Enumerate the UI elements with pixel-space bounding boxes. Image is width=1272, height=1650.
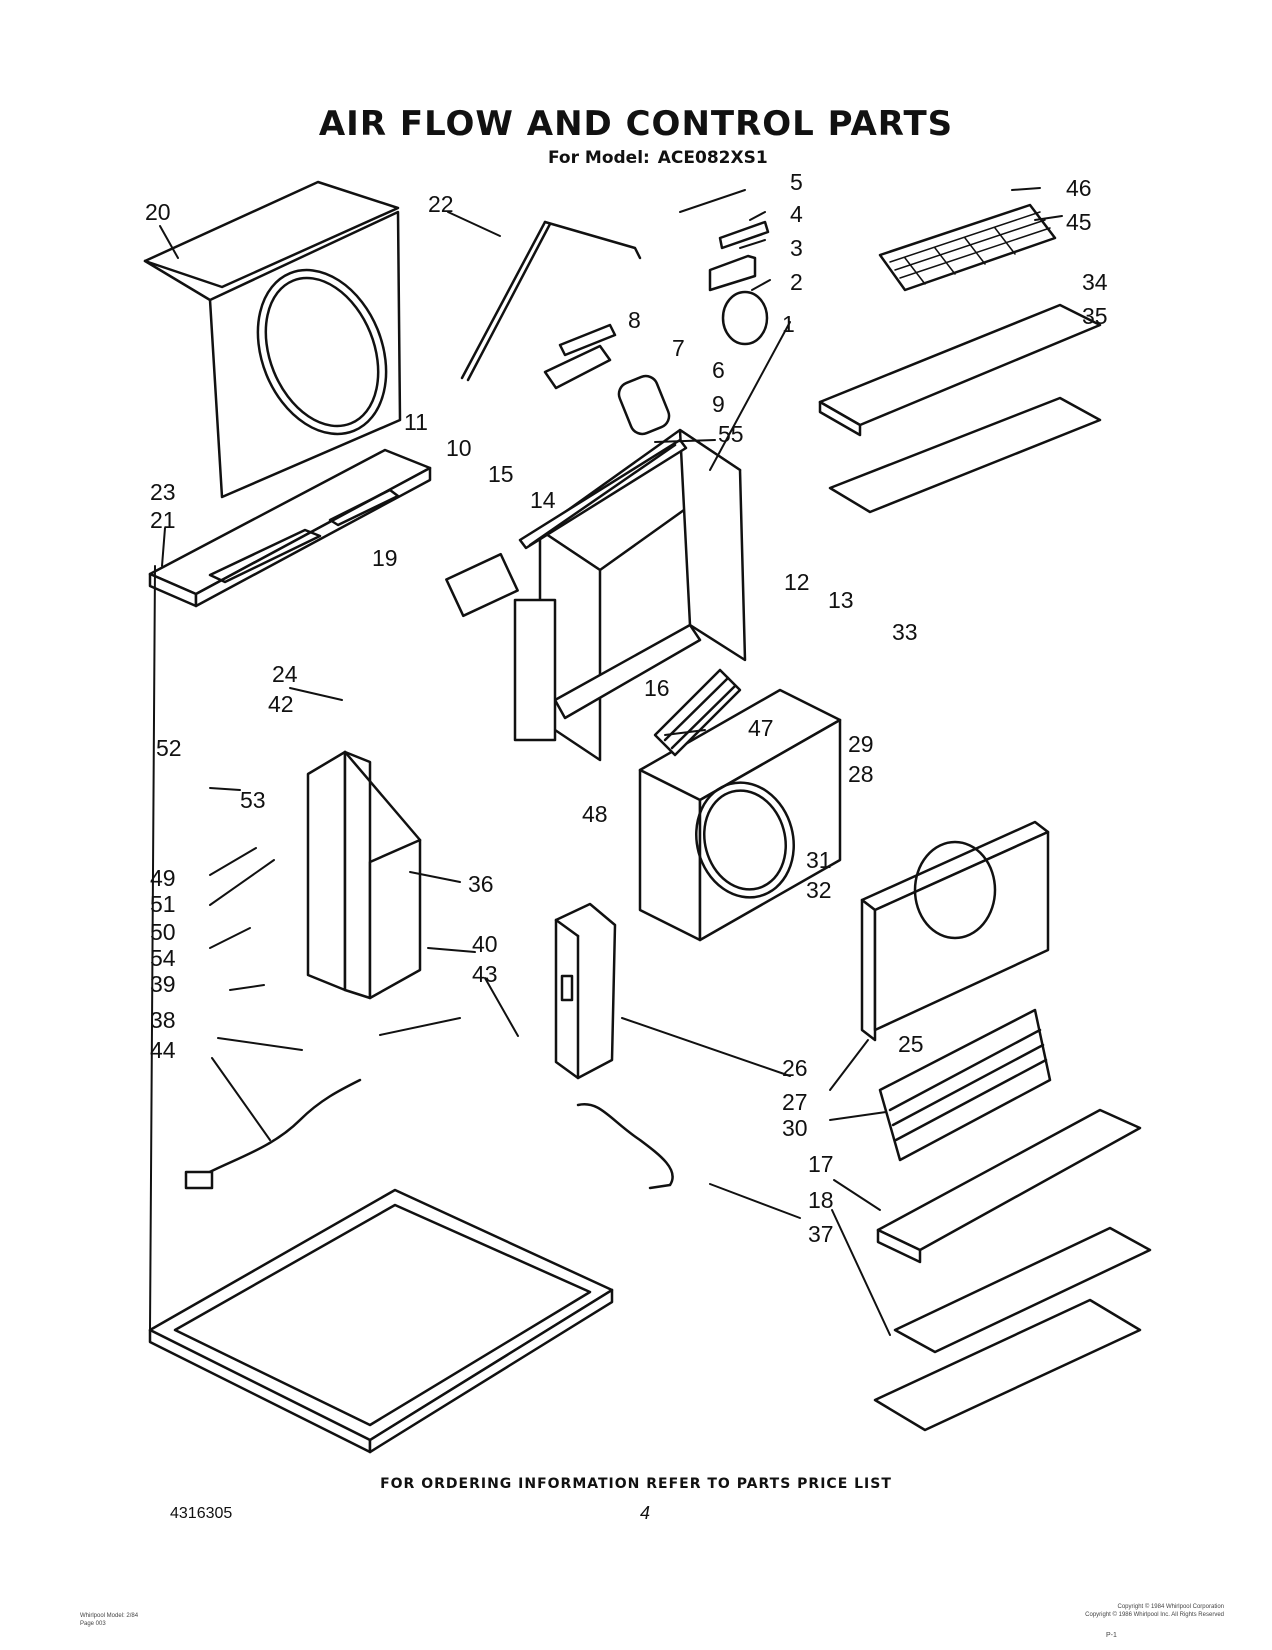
callout-42: 42 (268, 691, 294, 717)
callout-2: 2 (790, 269, 803, 295)
wire-harness-part (184, 1078, 674, 1190)
callout-47: 47 (748, 715, 774, 741)
callout-16: 16 (644, 675, 670, 701)
condenser-coil-part (878, 1008, 1052, 1162)
fine-print-left-line: Page 003 (80, 1621, 106, 1627)
callout-40: 40 (472, 931, 498, 957)
callout-37: 37 (808, 1221, 834, 1247)
fine-print-left-line: Whirlpool Model: 2/84 (80, 1613, 139, 1619)
callout-53: 53 (240, 787, 266, 813)
callout-3: 3 (790, 235, 803, 261)
top-cover-part (818, 303, 1102, 514)
callout-7: 7 (672, 335, 685, 361)
callout-52: 52 (156, 735, 182, 761)
callout-6: 6 (712, 357, 725, 383)
callout-21: 21 (150, 507, 176, 533)
brace-rod-part (460, 220, 642, 382)
capacitor-bracket-part (543, 220, 770, 436)
subtitle-prefix: For Model: (548, 148, 650, 168)
callout-30: 30 (782, 1115, 808, 1141)
callout-4: 4 (790, 201, 803, 227)
grille-part (878, 203, 1057, 292)
callout-17: 17 (808, 1151, 834, 1177)
callout-23: 23 (150, 479, 176, 505)
callout-31: 31 (806, 847, 832, 873)
top-rail-part (148, 448, 432, 608)
control-housing-part (306, 750, 422, 1000)
base-pan-part (148, 1188, 614, 1454)
page-number: 4 (640, 1503, 651, 1523)
callout-39: 39 (150, 971, 176, 997)
callout-54: 54 (150, 945, 176, 971)
callout-19: 19 (372, 545, 398, 571)
callout-32: 32 (806, 877, 832, 903)
callout-15: 15 (488, 461, 514, 487)
callout-14: 14 (530, 487, 556, 513)
drain-pan-part (873, 1108, 1152, 1432)
callout-44: 44 (150, 1037, 176, 1063)
blower-housing-part (638, 688, 842, 942)
callout-35: 35 (1082, 303, 1108, 329)
callout-18: 18 (808, 1187, 834, 1213)
fine-print-right-line: Copyright © 1986 Whirlpool Inc. All Righ… (1085, 1612, 1224, 1618)
callout-29: 29 (848, 731, 874, 757)
document-number: 4316305 (170, 1505, 233, 1522)
callout-55: 55 (718, 421, 744, 447)
callout-5: 5 (790, 169, 803, 195)
callout-45: 45 (1066, 209, 1092, 235)
callout-48: 48 (582, 801, 608, 827)
condenser-frame-part (860, 820, 1050, 1042)
fine-print-left: Whirlpool Model: 2/84 Page 003 (80, 1612, 138, 1628)
callout-9: 9 (712, 391, 725, 417)
fine-print-right-line: Copyright © 1984 Whirlpool Corporation (1117, 1604, 1224, 1610)
callout-26: 26 (782, 1055, 808, 1081)
leader-lines (149, 187, 1063, 1336)
callout-50: 50 (150, 919, 176, 945)
callout-43: 43 (472, 961, 498, 987)
callout-20: 20 (145, 199, 171, 225)
callout-1: 1 (782, 311, 795, 337)
callout-36: 36 (468, 871, 494, 897)
model-subtitle: For Model: ACE082XS1 (548, 148, 768, 168)
callout-12: 12 (784, 569, 810, 595)
fine-print-right: Copyright © 1984 Whirlpool Corporation C… (1085, 1603, 1224, 1619)
callout-24: 24 (272, 661, 298, 687)
callout-10: 10 (446, 435, 472, 461)
corner-mark: P-1 (1106, 1632, 1117, 1639)
callout-22: 22 (428, 191, 454, 217)
main-housing-part (445, 428, 747, 762)
callout-49: 49 (150, 865, 176, 891)
callout-46: 46 (1066, 175, 1092, 201)
callout-numbers: 1 2 3 4 5 6 7 8 9 10 11 12 13 14 15 16 1… (145, 169, 1108, 1247)
ordering-note: FOR ORDERING INFORMATION REFER TO PARTS … (380, 1476, 892, 1492)
control-panel-part (554, 902, 617, 1080)
callout-34: 34 (1082, 269, 1108, 295)
callout-13: 13 (828, 587, 854, 613)
callout-28: 28 (848, 761, 874, 787)
callout-38: 38 (150, 1007, 176, 1033)
callout-27: 27 (782, 1089, 808, 1115)
callout-51: 51 (150, 891, 176, 917)
callout-33: 33 (892, 619, 918, 645)
callout-25: 25 (898, 1031, 924, 1057)
callout-11: 11 (404, 409, 428, 435)
front-shroud-part (143, 180, 402, 499)
page-title: AIR FLOW AND CONTROL PARTS (318, 104, 954, 144)
model-number: ACE082XS1 (657, 148, 768, 168)
callout-8: 8 (628, 307, 641, 333)
